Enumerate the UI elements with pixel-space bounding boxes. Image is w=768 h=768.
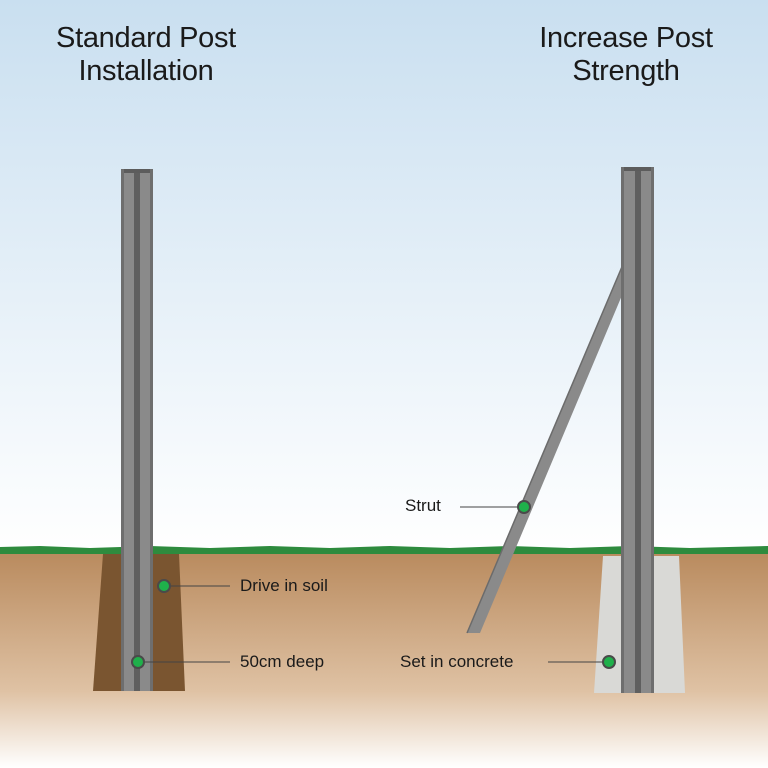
- label-drive-in-soil: Drive in soil: [240, 576, 328, 595]
- right-title-line1: Increase Post: [539, 22, 713, 54]
- right-title: Increase Post Strength: [476, 22, 768, 88]
- marker-depth: [131, 655, 145, 669]
- grass-line: [0, 546, 768, 554]
- left-title-line1: Standard Post: [56, 22, 236, 54]
- strut: [466, 244, 636, 634]
- leader-lines: [143, 506, 604, 663]
- markers: [131, 500, 616, 669]
- right-title-line2: Strength: [572, 55, 680, 87]
- marker-soil: [157, 579, 171, 593]
- marker-strut: [517, 500, 531, 514]
- left-title-line2: Installation: [78, 55, 214, 87]
- reinforced-post: [621, 167, 654, 693]
- label-strut: Strut: [405, 496, 441, 515]
- label-set-in-concrete: Set in concrete: [400, 652, 514, 671]
- marker-concrete: [602, 655, 616, 669]
- left-title: Standard Post Installation: [0, 22, 296, 88]
- label-depth: 50cm deep: [240, 652, 325, 671]
- standard-post: [121, 169, 153, 691]
